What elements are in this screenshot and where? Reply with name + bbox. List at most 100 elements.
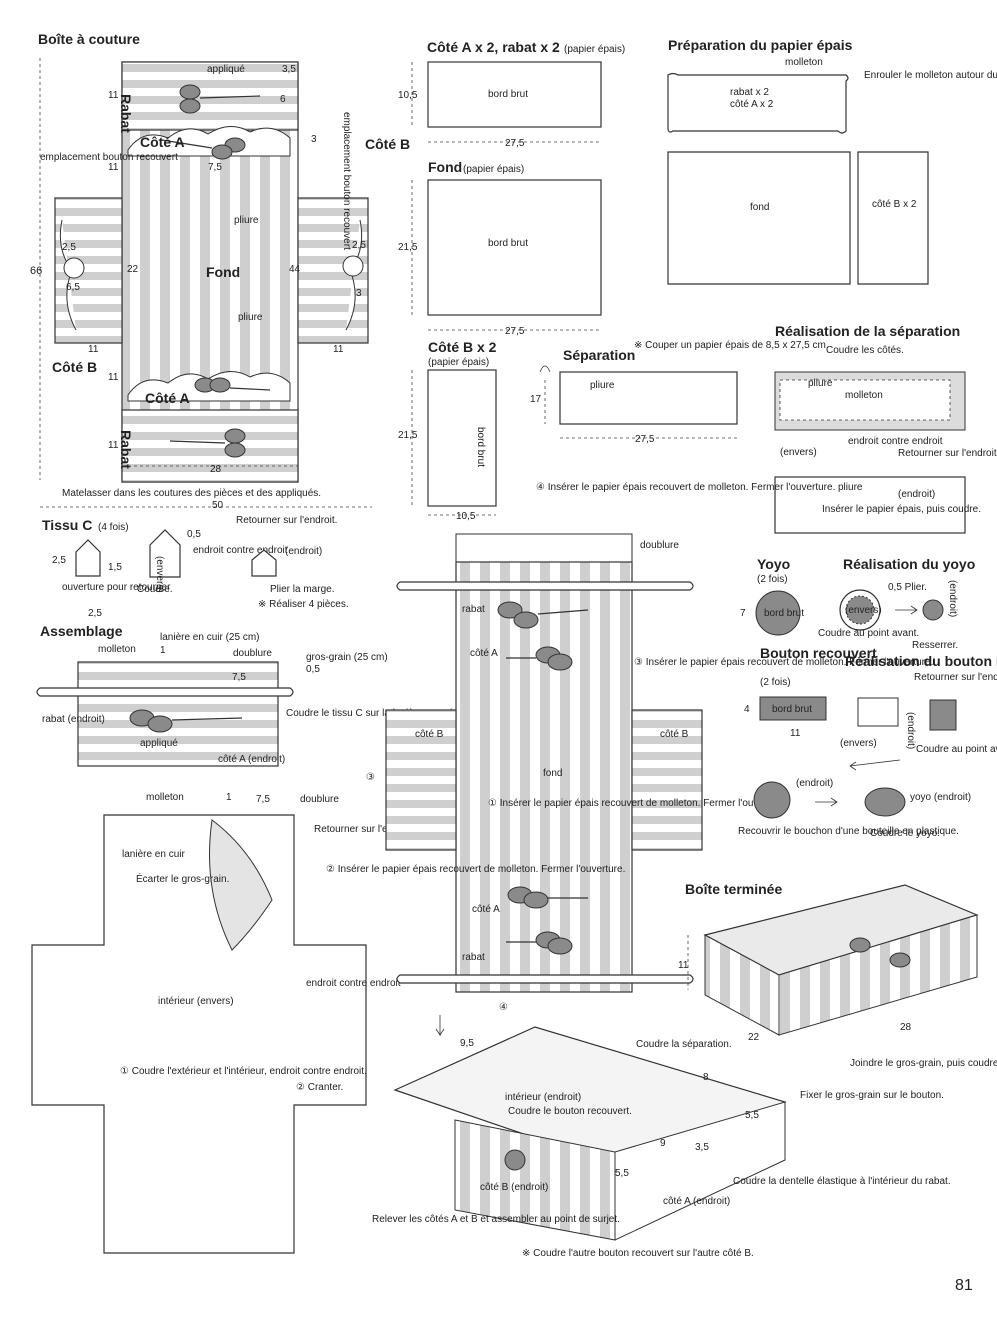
dim: 0,5 <box>187 529 201 540</box>
dim: 0,5 <box>306 664 320 675</box>
dim: 28 <box>900 1022 912 1033</box>
label-rabat-top: Rabat <box>118 94 134 133</box>
label-bord-brut: bord brut <box>772 704 812 715</box>
label-relever: Relever les côtés A et B et assembler au… <box>372 1214 620 1225</box>
dim: 44 <box>289 264 301 275</box>
scissors-icon <box>194 377 271 393</box>
label-circled-4: ④ <box>499 1002 508 1013</box>
dim: 2,5 <box>88 608 102 619</box>
dim: 3,5 <box>695 1142 709 1153</box>
label-pliure-bottom: pliure <box>238 312 263 323</box>
dim: 9,5 <box>460 1038 474 1049</box>
label-joindre: Joindre le gros-grain, puis coudre sur l… <box>850 1058 997 1069</box>
title-bouton: Bouton recouvert <box>760 645 877 661</box>
dim: 27,5 <box>505 138 525 149</box>
label-cote-b-right: côté B <box>660 729 689 740</box>
dim: 11 <box>88 344 99 355</box>
title-boite-terminee: Boîte terminée <box>685 881 782 897</box>
label-pliure: pliure <box>590 380 615 391</box>
title-tissu-c: Tissu C <box>42 517 92 533</box>
dim: 10,5 <box>456 511 476 522</box>
label-envers: (envers) <box>154 556 165 593</box>
dim: 11 <box>108 440 119 451</box>
dim: 11 <box>108 372 119 383</box>
dim: 7,5 <box>256 794 270 805</box>
dim: 5,5 <box>615 1168 629 1179</box>
label-envers: (envers) <box>840 738 877 749</box>
title-preparation: Préparation du papier épais <box>668 37 853 53</box>
label-fixer: Fixer le gros-grain sur le bouton. <box>800 1090 944 1101</box>
scissors-icon <box>161 137 246 160</box>
title-cote-b: Côté B x 2 <box>428 339 497 355</box>
title-yoyo: Yoyo <box>757 556 790 572</box>
label-interieur: intérieur (envers) <box>158 996 234 1007</box>
scissors-icon <box>497 601 589 629</box>
dim: 22 <box>127 264 139 275</box>
dim: 9 <box>660 1138 666 1149</box>
note-matelasser: Matelasser dans les coutures des pièces … <box>62 488 321 499</box>
dim: 28 <box>210 464 222 475</box>
cote-b-piece: Côté B x 2 (papier épais) bord brut 21,5… <box>398 339 497 522</box>
scissors-icon <box>129 709 243 733</box>
label-interieur: intérieur (endroit) <box>505 1092 581 1103</box>
scissors-icon <box>849 937 911 968</box>
label-cote-b-right: Côté B <box>365 136 410 152</box>
count: (4 fois) <box>98 522 129 533</box>
dim: 50 <box>212 500 224 511</box>
label-grosgrain: gros-grain (25 cm) <box>306 652 388 663</box>
page-number: 81 <box>955 1277 973 1294</box>
dim: 10,5 <box>398 90 418 101</box>
dim: 1 <box>160 645 166 656</box>
label-endroit-contre: endroit contre endroit <box>193 545 288 556</box>
title-cote-a-rabat: Côté A x 2, rabat x 2 <box>427 39 560 55</box>
title-boite-couture: Boîte à couture <box>38 31 140 47</box>
fond-piece: Fond (papier épais) bord brut 21,5 27,5 <box>398 159 602 337</box>
interieur-section: molleton 1 7,5 doublure lanière en cuir … <box>31 792 415 1254</box>
label-coudre-bouton: Coudre le bouton recouvert. <box>508 1106 632 1117</box>
dim: 11 <box>790 728 801 739</box>
boite-terminee: Boîte terminée 11 22 28 Joindre le gros-… <box>678 881 997 1101</box>
label-molleton: molleton <box>146 792 184 803</box>
title-fond: Fond <box>428 159 462 175</box>
dim: 2,5 <box>62 242 76 253</box>
dim: 27,5 <box>505 326 525 337</box>
label-step3: ③ Insérer le papier épais recouvert de m… <box>634 657 933 668</box>
note-enrouler: Enrouler le molleton autour du papier ép… <box>864 70 997 81</box>
label-applique: appliqué <box>207 64 245 75</box>
dim: 11 <box>333 344 344 355</box>
count: (2 fois) <box>757 574 788 585</box>
yoyo-section: Yoyo (2 fois) bord brut 7 Réalisation du… <box>740 556 975 651</box>
label-retourner: Retourner sur l'endroit. <box>898 448 997 459</box>
label-fond: fond <box>750 202 769 213</box>
label-cote-a-bottom: Côté A <box>145 390 190 406</box>
scissors-icon <box>506 931 573 955</box>
tissu-c-section: Tissu C (4 fois) 2,5 1,5 2,5 ouverture p… <box>42 515 349 619</box>
label-laniere: lanière en cuir (25 cm) <box>160 632 259 643</box>
dim: 2,5 <box>52 555 66 566</box>
label-endroit: (endroit) <box>898 489 935 500</box>
label-pliure-top: pliure <box>234 215 259 226</box>
rabat-bottom <box>121 409 299 483</box>
label-endroit-contre: endroit contre endroit <box>848 436 943 447</box>
note-couper: ※ Couper un papier épais de 8,5 x 27,5 c… <box>634 340 829 351</box>
dim: 7,5 <box>208 162 222 173</box>
label-envers: (envers) <box>780 447 817 458</box>
label-cote-a-top: Côté A <box>140 134 185 150</box>
title-realisation-bouton: Réalisation du bouton recouvert <box>845 653 997 669</box>
dim: 6,5 <box>66 282 80 293</box>
label-retourner: Retourner sur l'endroit. <box>914 672 997 683</box>
dim-66: 66 <box>30 265 42 277</box>
sewing-box-pattern: Boîte à couture 66 <box>30 31 410 511</box>
dim: 3,5 <box>282 64 296 75</box>
label-laniere: lanière en cuir <box>122 849 185 860</box>
dim: 21,5 <box>398 430 418 441</box>
label-bord-brut: bord brut <box>488 238 528 249</box>
label-cote-b-left: Côté B <box>52 359 97 375</box>
label-endroit: (endroit) <box>905 712 916 749</box>
label-envers: (envers) <box>845 605 882 616</box>
label-ouverture: ouverture pour retourner <box>62 582 171 593</box>
label-circled-3: ③ <box>366 772 375 783</box>
dim: 1 <box>226 792 232 803</box>
label-retourner: Retourner sur l'endroit. <box>236 515 337 526</box>
label-doublure: doublure <box>300 794 339 805</box>
